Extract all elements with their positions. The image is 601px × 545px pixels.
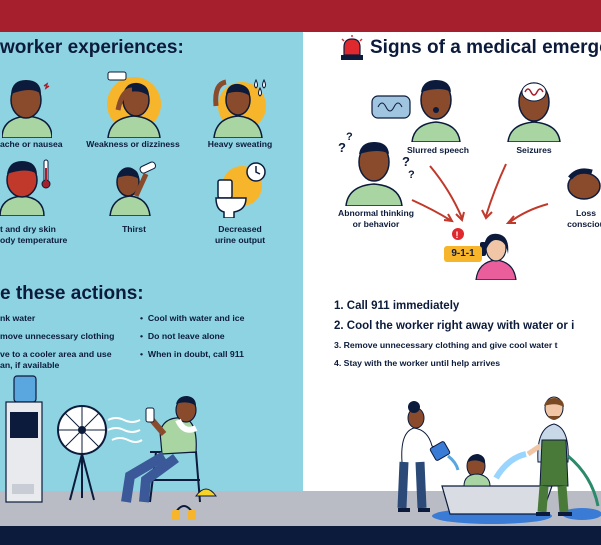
sweating-person-icon xyxy=(213,78,266,138)
hot-skin-person-icon xyxy=(0,159,51,216)
top-banner xyxy=(0,0,601,32)
loss-consciousness-person-icon xyxy=(567,168,601,200)
symptom-urine-label: Decreased urine output xyxy=(214,224,266,245)
step-3-remove-clothing: 3. Remove unnecessary clothing and give … xyxy=(334,340,558,350)
svg-text:?: ? xyxy=(338,140,346,155)
slurred-speech-person-icon xyxy=(371,80,461,142)
bottom-banner xyxy=(0,526,601,545)
svg-text:?: ? xyxy=(346,131,353,143)
step-2-cool-worker: 2. Cool the worker right away with water… xyxy=(334,320,575,332)
rescue-scene-illustration xyxy=(397,396,601,524)
heading-medical-emergency: Signs of a medical emerger xyxy=(370,37,601,58)
sign-loss-consciousness-label: Loss consciou xyxy=(567,208,601,229)
weakness-person-icon xyxy=(107,71,161,138)
action-cool-water-ice: • Cool with water and ice xyxy=(140,313,245,323)
action-do-not-leave: • Do not leave alone xyxy=(140,331,225,341)
step-1-call-911: 1. Call 911 immediately xyxy=(334,300,460,312)
sign-abnormal-thinking-label: Abnormal thinking or behavior xyxy=(338,208,414,229)
symptom-hot-skin-label: t and dry skin ody temperature xyxy=(0,224,68,245)
action-call-911: • When in doubt, call 911 xyxy=(140,349,244,359)
action-move-cooler: ve to a cooler area and use an, if avail… xyxy=(0,349,112,370)
sign-seizures-label: Seizures xyxy=(516,145,552,155)
badge-911: 9-1-1 xyxy=(444,246,482,262)
cooling-scene-illustration xyxy=(5,375,217,520)
siren-icon xyxy=(341,35,363,60)
toilet-clock-icon xyxy=(215,162,266,218)
action-remove-clothing: move unnecessary clothing xyxy=(0,331,115,341)
symptom-weakness-label: Weakness or dizziness xyxy=(86,139,180,149)
sign-slurred-speech-label: Slurred speech xyxy=(406,145,470,155)
svg-text:?: ? xyxy=(402,154,410,169)
arrows-to-911-icon xyxy=(411,163,549,224)
symptom-sweating-label: Heavy sweating xyxy=(207,139,273,149)
symptom-headache-label: ache or nausea xyxy=(0,139,63,149)
symptom-thirst-label: Thirst xyxy=(122,224,146,234)
svg-text:?: ? xyxy=(408,169,415,181)
heading-worker-experiences: worker experiences: xyxy=(0,37,184,58)
headache-person-icon xyxy=(2,80,52,138)
action-drink-water: nk water xyxy=(0,313,36,323)
heading-take-actions: e these actions: xyxy=(0,283,144,304)
seizures-person-icon xyxy=(507,82,561,142)
thirst-person-icon xyxy=(109,161,157,216)
abnormal-thinking-person-icon: ? ? ? ? xyxy=(338,131,415,206)
step-4-stay-with-worker: 4. Stay with the worker until help arriv… xyxy=(334,358,501,368)
svg-text:!: ! xyxy=(456,230,459,240)
phone-call-911-icon: ! xyxy=(452,228,517,280)
